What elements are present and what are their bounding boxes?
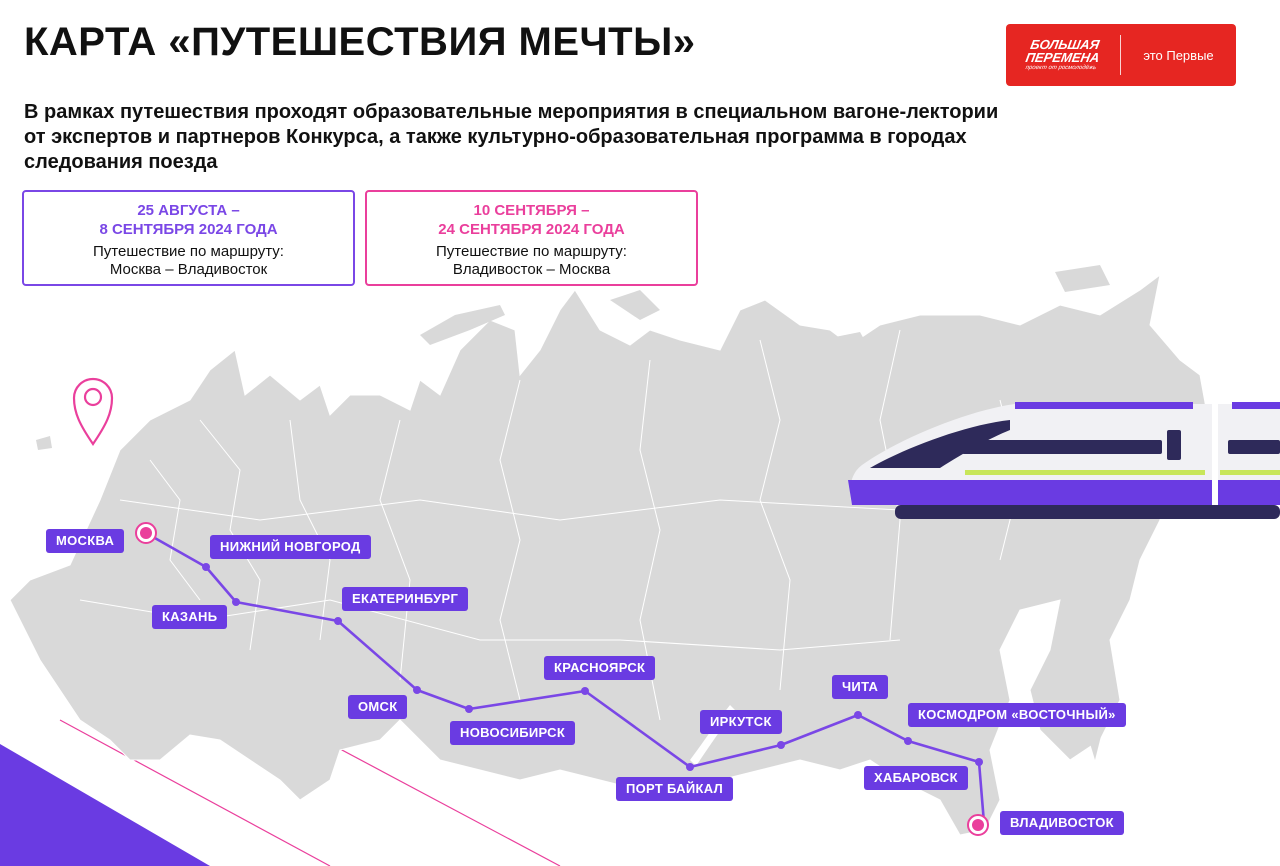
endpoint-vladivostok: [967, 814, 989, 836]
trip-card-outbound: 25 АВГУСТА – 8 СЕНТЯБРЯ 2024 ГОДА Путеше…: [22, 190, 355, 286]
train-second-car-stripe: [1220, 470, 1280, 475]
trip-date-start: 25 АВГУСТА –: [137, 202, 240, 219]
stop-dot: [334, 617, 342, 625]
intro-line-2: от экспертов и партнеров Конкурса, а так…: [24, 126, 967, 148]
city-label-omsk: ОМСК: [348, 695, 408, 719]
stop-dot: [581, 687, 589, 695]
trip-route-label: Путешествие по маршруту:: [93, 243, 284, 260]
train-windshield: [870, 420, 1010, 468]
logo-tagline: это Первые: [1143, 47, 1214, 63]
city-label-krasnoyarsk: КРАСНОЯРСК: [544, 656, 656, 680]
city-label-vladivostok: ВЛАДИВОСТОК: [1000, 811, 1124, 835]
train-window: [962, 440, 1162, 454]
decor-triangle: [0, 744, 210, 866]
trip-date-end: 24 СЕНТЯБРЯ 2024 ГОДА: [438, 221, 625, 238]
trip-route: Москва – Владивосток: [109, 261, 268, 278]
train-second-car-window: [1228, 440, 1280, 454]
city-label-moscow: МОСКВА: [46, 529, 125, 553]
russia-landmass: [9, 273, 1211, 836]
trip-route-label: Путешествие по маршруту:: [436, 243, 627, 260]
train-roof-stripe: [1015, 402, 1193, 409]
decor-rail-line: [59, 719, 331, 866]
stop-dot: [232, 598, 240, 606]
train-second-car-roof: [1232, 402, 1280, 409]
intro-line-3: следования поезда: [24, 151, 218, 173]
stop-dot: [202, 563, 210, 571]
trip-route: Владивосток – Москва: [452, 261, 611, 278]
city-label-vostochny-cosmodrome: КОСМОДРОМ «ВОСТОЧНЫЙ»: [908, 703, 1126, 727]
endpoint-moscow: [135, 522, 157, 544]
logo-divider: [1120, 35, 1121, 75]
stop-dot: [777, 741, 785, 749]
trip-card-return: 10 СЕНТЯБРЯ – 24 СЕНТЯБРЯ 2024 ГОДА Путе…: [365, 190, 698, 286]
location-pin-icon: [72, 377, 114, 446]
city-label-yekaterinburg: ЕКАТЕРИНБУРГ: [342, 587, 469, 611]
city-label-nizhny-novgorod: НИЖНИЙ НОВГОРОД: [210, 535, 371, 559]
stop-dot: [975, 758, 983, 766]
train-nose-car: [850, 404, 1212, 505]
train-stripe: [965, 470, 1205, 475]
stop-dot: [465, 705, 473, 713]
page-title: КАРТА «ПУТЕШЕСТВИЯ МЕЧТЫ»: [24, 20, 696, 64]
train-second-car-underbody: [1218, 480, 1280, 505]
city-label-khabarovsk: ХАБАРОВСК: [864, 766, 968, 790]
stop-dot: [904, 737, 912, 745]
route-stops: [202, 563, 983, 771]
city-label-irkutsk: ИРКУТСК: [700, 710, 782, 734]
city-label-kazan: КАЗАНЬ: [152, 605, 228, 629]
bolshaya-peremena-logo: БОЛЬШАЯ ПЕРЕМЕНА проект от росмолодёжь э…: [1006, 24, 1236, 86]
stop-dot: [854, 711, 862, 719]
trip-date-end: 8 СЕНТЯБРЯ 2024 ГОДА: [99, 221, 278, 238]
city-label-chita: ЧИТА: [832, 675, 889, 699]
kaliningrad-region: [36, 436, 52, 450]
arctic-island: [820, 332, 870, 356]
train-bogie: [895, 505, 1280, 519]
stop-dot: [686, 763, 694, 771]
trip-date-start: 10 СЕНТЯБРЯ –: [473, 202, 590, 219]
train-icon: [848, 402, 1280, 519]
city-label-port-baikal: ПОРТ БАЙКАЛ: [616, 777, 733, 801]
intro-line-1: В рамках путешествия проходят образовате…: [24, 101, 999, 123]
arctic-island: [1055, 265, 1110, 292]
city-label-novosibirsk: НОВОСИБИРСК: [450, 721, 576, 745]
intro-text: В рамках путешествия проходят образовате…: [24, 100, 1144, 175]
novaya-zemlya-island: [420, 305, 505, 345]
train-door: [1167, 430, 1181, 460]
stop-dot: [413, 686, 421, 694]
train-underbody: [848, 480, 1212, 505]
arctic-island: [610, 290, 660, 320]
